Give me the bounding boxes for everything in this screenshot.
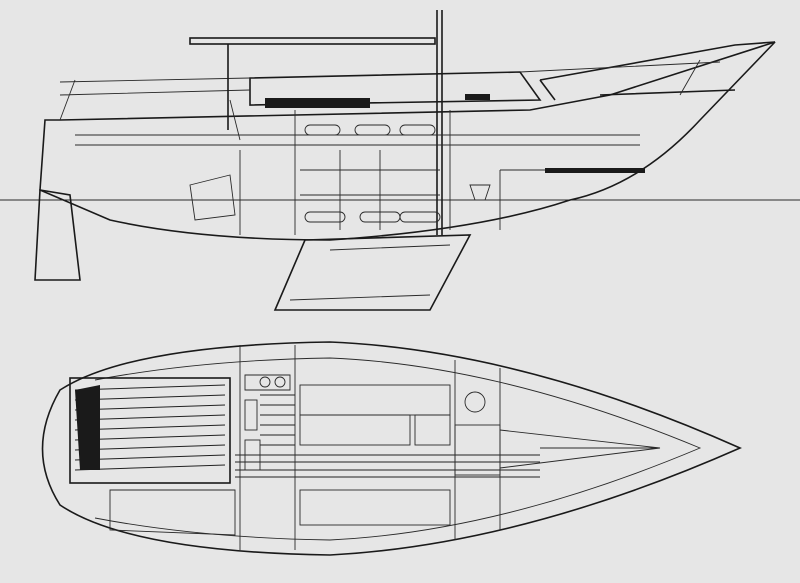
keel <box>273 234 472 311</box>
plan-view <box>41 341 742 556</box>
profile-view <box>0 10 800 311</box>
rudder <box>34 189 81 281</box>
hull-profile <box>39 41 776 241</box>
hull-plan <box>41 341 742 556</box>
